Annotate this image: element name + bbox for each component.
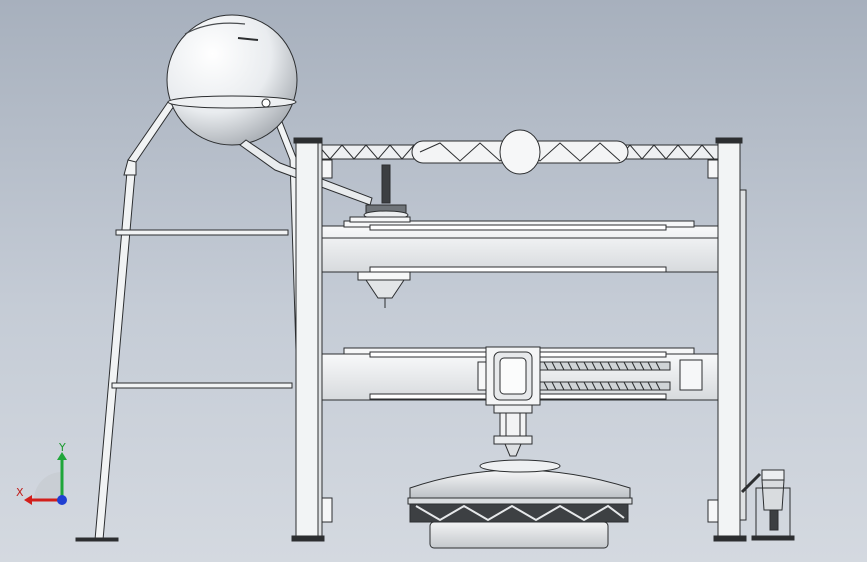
upper-z-screw	[349, 164, 411, 223]
sphere-tank	[166, 14, 373, 206]
right-column	[707, 137, 747, 542]
upper-nozzle	[357, 271, 411, 308]
x-axis-label: X	[16, 486, 24, 499]
triad-graphic	[24, 452, 67, 505]
side-hopper	[740, 469, 795, 541]
z-axis-marker	[57, 495, 67, 505]
left-column	[291, 137, 333, 542]
orientation-triad[interactable]: X Y	[14, 440, 84, 510]
upper-beam	[321, 220, 719, 273]
print-bed	[407, 459, 633, 549]
top-truss	[317, 129, 719, 175]
y-axis-label: Y	[59, 441, 66, 454]
print-head-carriage	[485, 346, 541, 457]
